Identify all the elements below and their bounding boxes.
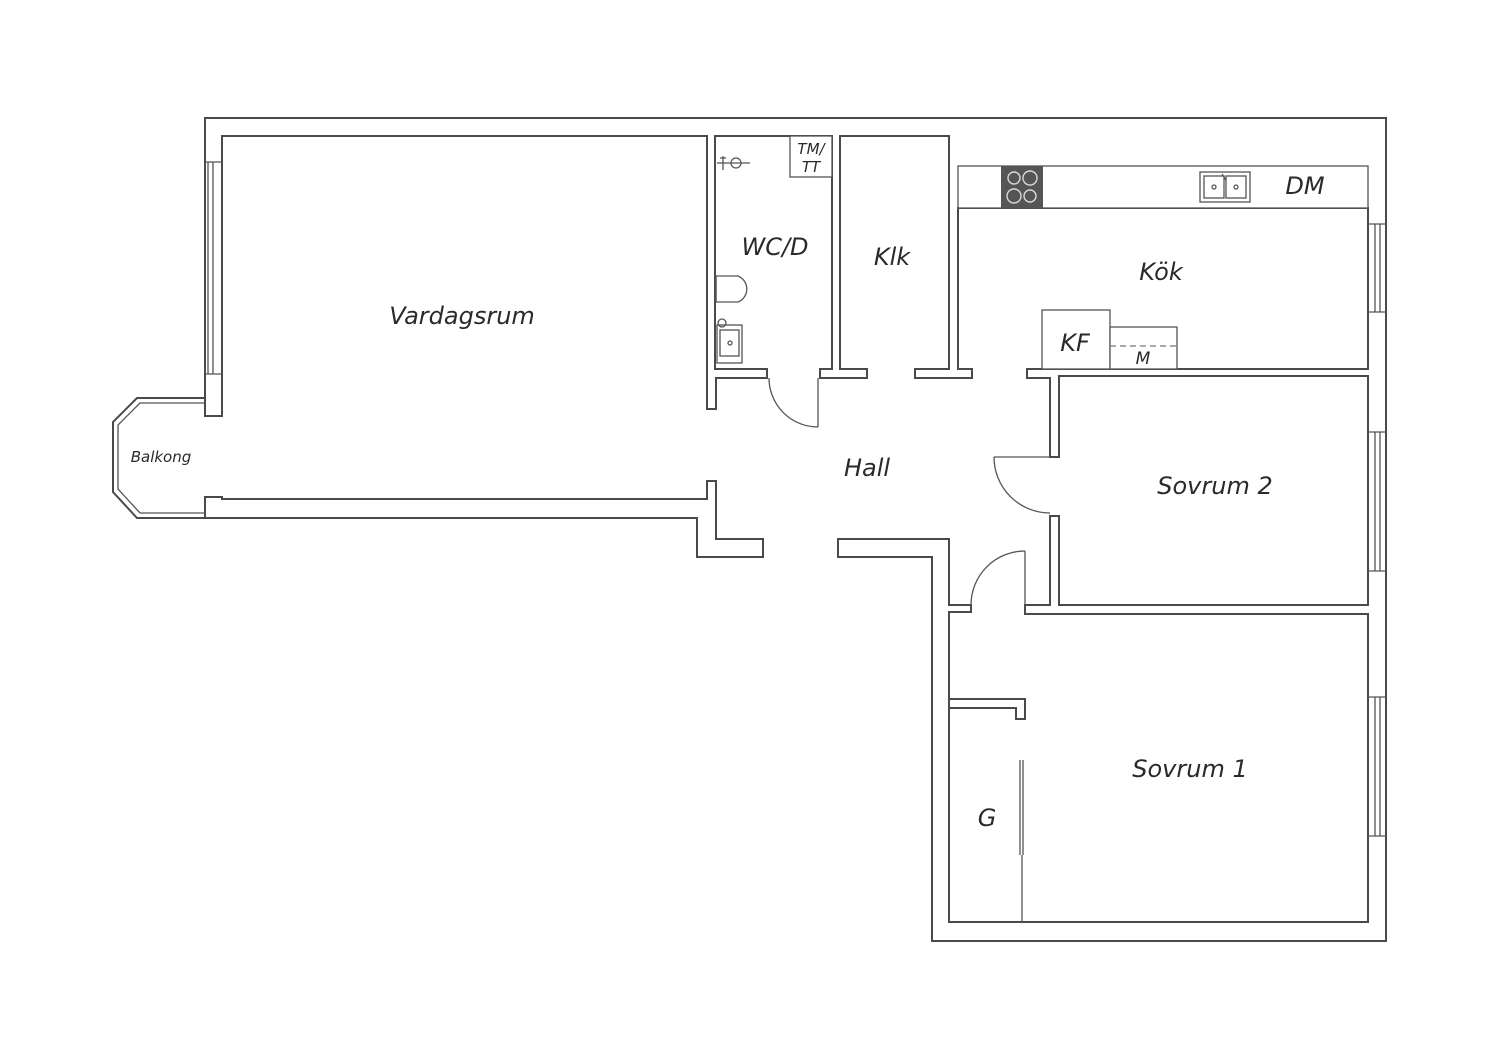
- shower-icon: [717, 156, 750, 170]
- label-klk: Klk: [874, 243, 911, 271]
- window-kok: [1368, 223, 1386, 313]
- label-tmtt-line1: TM/: [797, 140, 826, 158]
- label-kok: Kök: [1139, 258, 1184, 286]
- window-sovrum1: [1368, 696, 1386, 837]
- cooktop-icon: [1001, 166, 1043, 208]
- wardrobe-g: [949, 698, 1026, 922]
- washer-dryer-box: [789, 135, 833, 178]
- label-sovrum2: Sovrum 2: [1157, 472, 1272, 500]
- label-vardagsrum: Vardagsrum: [389, 302, 535, 330]
- door-sovrum1: [970, 550, 1026, 606]
- window-vardagsrum: [205, 161, 222, 375]
- label-kf: KF: [1060, 329, 1091, 357]
- outer-walls: [204, 117, 1387, 942]
- door-sovrum2: [993, 456, 1051, 514]
- label-wcd: WC/D: [741, 233, 808, 261]
- fridge-freezer: [1041, 309, 1111, 370]
- label-tmtt-line2: TT: [802, 158, 822, 176]
- label-dm: DM: [1285, 172, 1324, 200]
- sink-icon: [1199, 171, 1251, 203]
- label-g: G: [978, 804, 997, 832]
- door-wc: [768, 377, 819, 428]
- label-sovrum1: Sovrum 1: [1132, 755, 1247, 783]
- label-balkong: Balkong: [131, 448, 192, 466]
- microwave-counter: [1109, 326, 1178, 370]
- washbasin-icon: [716, 318, 743, 364]
- balkong-outline: [112, 397, 205, 519]
- label-m: M: [1136, 349, 1151, 369]
- toilet-icon: [715, 275, 748, 303]
- window-sovrum2: [1368, 431, 1386, 572]
- label-hall: Hall: [844, 454, 890, 482]
